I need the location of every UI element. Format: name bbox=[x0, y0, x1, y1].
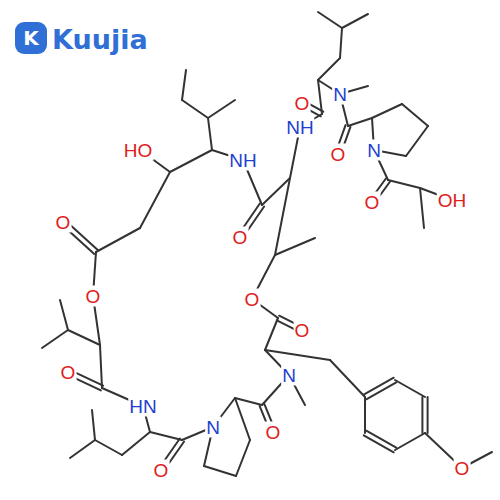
bond-line bbox=[96, 228, 140, 252]
bond-line bbox=[275, 178, 290, 255]
bond-line bbox=[95, 440, 122, 455]
atom-label: O bbox=[55, 212, 72, 233]
bond-line bbox=[318, 12, 342, 28]
bond-line bbox=[68, 330, 100, 345]
bond-line bbox=[182, 70, 186, 100]
bond-line bbox=[420, 188, 424, 228]
atom-label: O bbox=[330, 144, 347, 165]
atom-label: O bbox=[60, 362, 77, 383]
bond-line bbox=[235, 398, 262, 405]
atom-label: O bbox=[265, 422, 282, 443]
bond-line bbox=[70, 440, 95, 458]
bond-line bbox=[208, 100, 235, 118]
bond-line bbox=[348, 118, 372, 126]
bond-line bbox=[140, 172, 170, 228]
bond-line bbox=[42, 330, 68, 348]
bond-line bbox=[204, 466, 236, 476]
bond-line bbox=[395, 433, 425, 450]
atom-label: HO bbox=[123, 140, 154, 161]
atom-label: O bbox=[454, 458, 471, 479]
bond-line bbox=[208, 118, 212, 150]
atom-label: OH bbox=[437, 190, 468, 211]
bond-line bbox=[340, 28, 342, 58]
bond-line bbox=[122, 432, 150, 455]
atom-label: N bbox=[205, 417, 221, 438]
bond-line bbox=[60, 300, 68, 330]
bond-lines bbox=[42, 12, 492, 476]
atom-label: O bbox=[294, 93, 311, 114]
bond-line bbox=[182, 100, 208, 118]
bond-line bbox=[427, 397, 429, 433]
atom-label: O bbox=[85, 286, 102, 307]
bond-line bbox=[330, 360, 365, 397]
bond-line bbox=[100, 345, 102, 388]
logo-badge bbox=[15, 22, 47, 54]
bond-line bbox=[150, 432, 182, 440]
atom-label: N bbox=[332, 84, 348, 105]
bond-line bbox=[342, 14, 368, 28]
atom-label: O bbox=[244, 289, 261, 310]
brand-logo: Kuujia bbox=[52, 26, 148, 53]
bond-line bbox=[364, 435, 394, 452]
bond-line bbox=[372, 104, 402, 118]
logo-letter: K bbox=[23, 28, 39, 48]
atom-label: NH bbox=[228, 150, 257, 171]
atom-label: NH bbox=[285, 117, 314, 138]
bond-line bbox=[92, 410, 95, 440]
atom-label: O bbox=[232, 227, 249, 248]
bond-line bbox=[265, 350, 330, 360]
bond-line bbox=[170, 150, 212, 172]
bond-line bbox=[318, 80, 322, 114]
bond-line bbox=[236, 440, 250, 476]
atom-label: N bbox=[281, 365, 297, 386]
bond-line bbox=[275, 238, 315, 255]
bond-line bbox=[395, 380, 425, 397]
atom-label: N bbox=[366, 140, 382, 161]
bond-line bbox=[364, 397, 366, 433]
bond-line bbox=[318, 58, 340, 80]
atom-label: O bbox=[153, 460, 170, 481]
bond-line bbox=[235, 398, 250, 440]
atom-label: HN bbox=[128, 396, 157, 417]
bond-line bbox=[265, 318, 278, 350]
bond-line bbox=[388, 180, 420, 188]
bond-line bbox=[421, 397, 423, 433]
atom-label: O bbox=[294, 320, 311, 341]
atom-label: O bbox=[364, 192, 381, 213]
bond-line bbox=[406, 126, 428, 156]
bond-line bbox=[364, 378, 394, 395]
bond-line bbox=[402, 104, 428, 126]
